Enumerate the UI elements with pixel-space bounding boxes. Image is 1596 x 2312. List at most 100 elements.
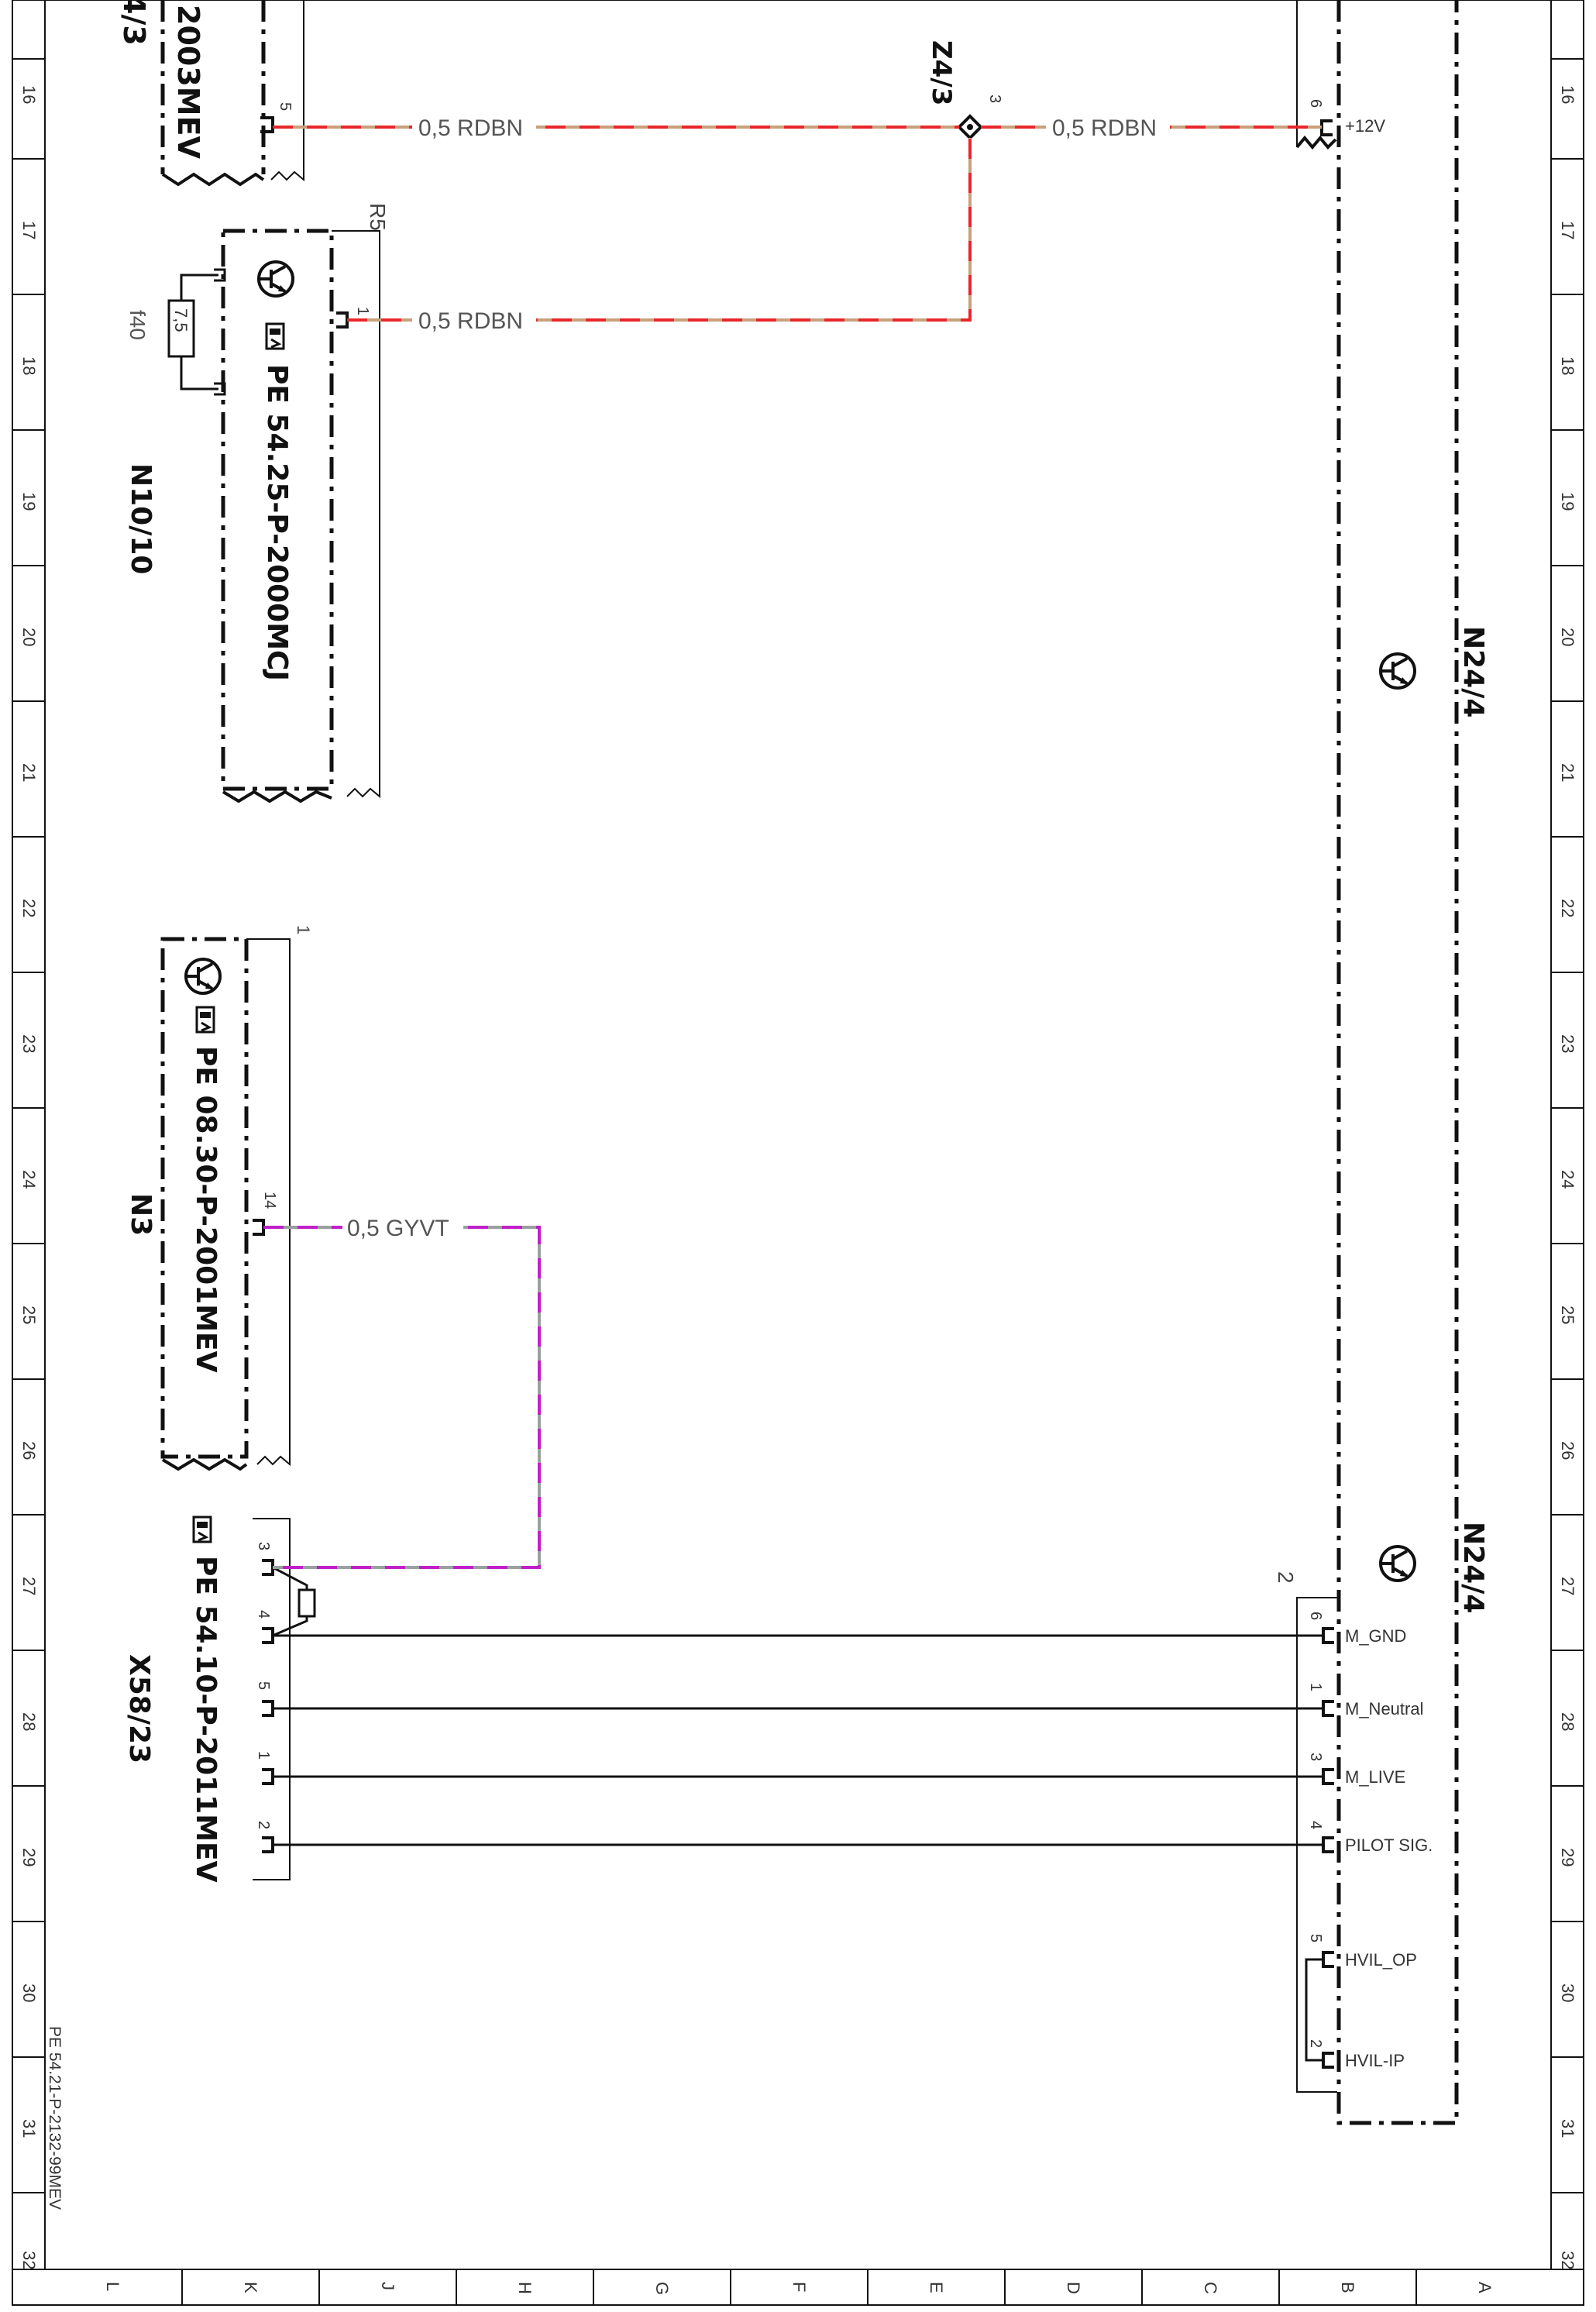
splice-id: Z4/3 [926, 40, 957, 105]
pin-label: M_GND [1345, 1626, 1406, 1646]
component-outline [1336, 0, 1459, 2125]
component-n3: 1 PE 08.30-P-2001MEV N3 14 [125, 925, 313, 1471]
pin-labels: M_GND M_Neutral M_LIVE PILOT SIG. HVIL_O… [1345, 1626, 1433, 2070]
splice-z4-3: Z4/3 3 [926, 40, 1003, 140]
pin-number: 2 [1307, 2039, 1324, 2048]
column-letters: L K J H G F E D C B A [103, 2282, 1495, 2295]
column-letter: H [515, 2282, 535, 2294]
break-line [222, 790, 332, 803]
row-number: 25 [19, 1306, 39, 1324]
row-number: 32 [1558, 2251, 1577, 2269]
pin-number: 5 [255, 1681, 272, 1690]
resistor-icon [272, 1566, 316, 1637]
pin-number: 1 [1307, 1683, 1324, 1691]
pin-number: 5 [1307, 1934, 1324, 1942]
wire-label: 0,5 RDBN [418, 308, 523, 334]
pin-number: 3 [1307, 1753, 1324, 1761]
row-number: 28 [1558, 1712, 1577, 1731]
row-number: 21 [1558, 763, 1577, 782]
wire-rdbn-1: 0,5 RDBN [273, 113, 959, 141]
row-number: 21 [19, 763, 39, 782]
row-number: 16 [19, 85, 39, 104]
row-number: 19 [19, 492, 39, 511]
row-number: 17 [19, 221, 39, 239]
pin-numbers: 6 1 3 4 5 2 [1307, 1612, 1324, 2048]
component-n10-10: R5 PE 54.25-P-2000MCJ N10/10 7,5 f40 1 [125, 203, 390, 803]
row-number: 22 [1558, 899, 1577, 917]
row-number: 17 [1558, 221, 1577, 239]
break-line [161, 172, 265, 187]
row-number: 26 [1558, 1441, 1577, 1460]
wire-label: 0,5 RDBN [1052, 115, 1157, 141]
component-ref: PE 54.10-P-2011MEV [190, 1556, 222, 1883]
column-letter: L [103, 2282, 122, 2291]
pin-number: 5 [277, 102, 294, 111]
component-ref: 2003MEV [171, 5, 205, 160]
pin-terminal [253, 1219, 265, 1236]
pin-label: HVIL_OP [1345, 1950, 1417, 1970]
document-pointer-icon [195, 1006, 215, 1034]
break-line [161, 1457, 248, 1471]
row-grid-ticks [12, 58, 1584, 2193]
column-letter: B [1338, 2282, 1357, 2293]
transistor-icon [1379, 1545, 1416, 1582]
row-number: 20 [19, 628, 39, 646]
fuse-value: 7,5 [171, 308, 191, 332]
component-outline [221, 229, 334, 791]
pin-terminals [1322, 1627, 1334, 2069]
pin-label: PILOT SIG. [1345, 1835, 1433, 1855]
row-number: 28 [19, 1712, 39, 1731]
wire-gyvt: 0,5 GYVT [263, 1213, 541, 1569]
pin-number: 4 [255, 1610, 272, 1619]
pin-label: +12V [1345, 116, 1385, 136]
column-letter: E [927, 2282, 946, 2293]
row-number: 20 [1558, 628, 1577, 646]
column-grid-ticks [181, 2269, 1417, 2305]
document-pointer-icon [265, 322, 285, 350]
pin-number: 6 [1307, 1612, 1324, 1620]
component-id: N24/4 [1457, 626, 1489, 717]
component-id: N3 [125, 1193, 157, 1236]
connector-outline [246, 938, 291, 1467]
pin-number: 3 [255, 1542, 272, 1550]
column-letter: G [652, 2282, 672, 2295]
hvil-loop-wire [1305, 1958, 1323, 2062]
component-outline [160, 0, 266, 174]
row-number: 19 [1558, 492, 1577, 511]
component-id: N24/4 [1457, 1522, 1489, 1613]
row-number: 29 [19, 1848, 39, 1866]
row-numbers-left: 16 17 18 19 20 21 22 23 24 25 26 27 28 2… [19, 85, 39, 2269]
row-number: 18 [19, 356, 39, 375]
pin-terminal [1320, 119, 1333, 136]
pin-terminal [336, 311, 349, 329]
pin-number: 2 [255, 1821, 272, 1829]
row-number: 29 [1558, 1848, 1577, 1866]
component-id: 4/3 [117, 0, 151, 46]
pin-number: 14 [261, 1192, 278, 1209]
pin-terminal [262, 1836, 274, 1853]
row-number: 30 [19, 1983, 39, 2002]
column-letter: J [378, 2282, 397, 2290]
component-n24-4: 2 N24/4 N24/4 6 +12V 6 1 3 4 [1274, 0, 1489, 2125]
resistor-icon [167, 268, 226, 396]
row-number: 27 [19, 1577, 39, 1595]
transistor-icon [257, 260, 294, 298]
row-number: 32 [19, 2251, 39, 2269]
column-letter: D [1064, 2282, 1083, 2294]
component-outline [160, 937, 249, 1459]
row-number: 24 [19, 1170, 39, 1189]
component-2003mev: 2003MEV 4/3 5 [117, 0, 304, 187]
wire-label: 0,5 GYVT [347, 1216, 449, 1241]
component-ref: PE 54.25-P-2000MCJ [261, 364, 293, 681]
row-number: 24 [1558, 1170, 1577, 1189]
sheet-frame [12, 0, 1584, 2306]
connector-label: 2 [1274, 1571, 1298, 1584]
pin-number: 4 [1307, 1821, 1324, 1829]
pin-terminal [260, 116, 274, 133]
pin-terminal [1322, 2052, 1334, 2069]
pin-number: 6 [1307, 99, 1324, 108]
pin-label: M_LIVE [1345, 1767, 1405, 1787]
column-letter: K [241, 2282, 260, 2293]
pin-numbers: 3 4 5 1 2 [255, 1542, 272, 1829]
